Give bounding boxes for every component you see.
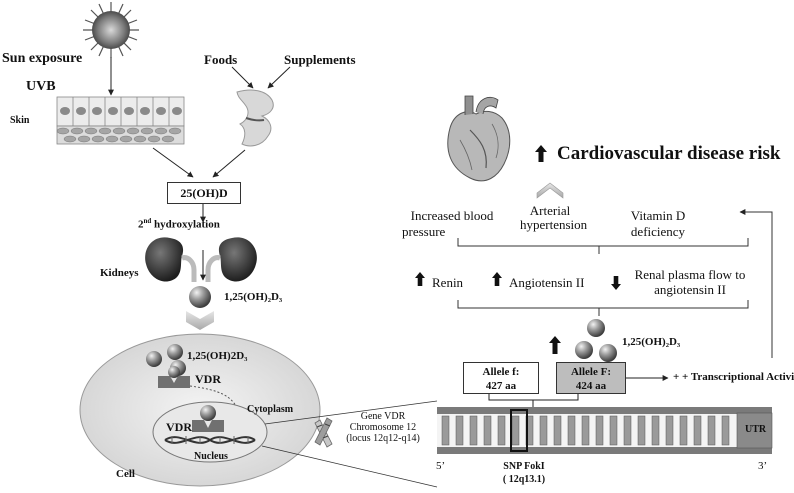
- utr-label: UTR: [745, 424, 767, 435]
- dna-strand: [437, 407, 773, 454]
- dna-base-pair: [441, 415, 450, 446]
- zoom-line: [264, 400, 438, 425]
- heart-icon: [447, 95, 511, 182]
- dna-base-pair: [497, 415, 506, 446]
- arrow-up-icon: [535, 145, 547, 162]
- mouth-icon: [236, 89, 274, 147]
- dna-base-pair: [567, 415, 576, 446]
- kidney-icon: [145, 237, 197, 282]
- dna-base-pair: [679, 415, 688, 446]
- dna-base-pair: [637, 415, 646, 446]
- dna-base-pair: [483, 415, 492, 446]
- cytoplasm-label: Cytoplasm: [247, 404, 294, 415]
- allele-f-box: Allele f:427 aa: [463, 362, 539, 394]
- utr-region: [736, 412, 773, 449]
- dna-base-pair: [707, 415, 716, 446]
- kidney-icon: [205, 237, 257, 282]
- snp-foki-label: SNP FokI( 12q13.1): [502, 461, 546, 485]
- dna-base-pair: [581, 415, 590, 446]
- vdr-nucleus-label: VDR: [166, 420, 192, 434]
- dna-base-pair: [553, 415, 562, 446]
- uvb-label: UVB: [26, 79, 56, 94]
- vitamin-d-molecule-icon: [575, 341, 593, 359]
- vitamin-d-molecule-icon: [587, 319, 605, 337]
- angiotensin-label: Angiotensin II: [509, 275, 585, 290]
- skin-layer-icon: [56, 96, 185, 145]
- right-active-form-label: 1,25(OH)₂D₃: [622, 336, 681, 348]
- dna-base-pair: [469, 415, 478, 446]
- arrow-up-icon: [549, 336, 561, 354]
- active-form-label: 1,25(OH)₂D₃: [224, 291, 283, 303]
- gene-vdr-label: Gene VDR Chromosome 12 (locus 12q12-q14): [346, 411, 420, 444]
- dna-base-pair: [595, 415, 604, 446]
- arrow-up-icon: [492, 272, 502, 286]
- dna-base-pair: [665, 415, 674, 446]
- vdr-cytoplasm-label: VDR: [195, 372, 221, 386]
- dna-base-pair: [539, 415, 548, 446]
- dna-base-pair: [455, 415, 464, 446]
- cell-active-form-label: 1,25(OH)2D₃: [187, 350, 248, 362]
- vitamin-d-molecule-icon: [189, 286, 211, 308]
- vitamin-d-molecule-icon: [167, 344, 183, 360]
- brace-middle: [457, 300, 749, 309]
- hydroxylation-label: 2nd hydroxylation: [138, 217, 220, 231]
- vdr-receptor-icon: [192, 420, 224, 432]
- sun-exposure-label: Sun exposure: [2, 51, 83, 66]
- vitamin-d-molecule-icon: [146, 351, 162, 367]
- chromosome-icon: [314, 417, 333, 448]
- dna-base-pair: [721, 415, 730, 446]
- brace-top: [457, 238, 749, 247]
- renin-label: Renin: [432, 275, 464, 290]
- arrow-down-icon: [611, 276, 621, 290]
- kidneys-label: Kidneys: [100, 267, 139, 279]
- metabolite-25ohd-box: 25(OH)D: [167, 182, 241, 204]
- snp-highlight: [510, 409, 528, 452]
- transcriptional-activity-label: + + Transcriptional Activity: [673, 371, 794, 383]
- five-prime-label: 5’: [436, 460, 446, 472]
- dna-base-pair: [693, 415, 702, 446]
- dna-base-pair: [511, 415, 520, 446]
- dna-helix-icon: [164, 436, 256, 444]
- foods-label: Foods: [204, 52, 238, 67]
- cell-label: Cell: [116, 468, 135, 480]
- skin-label: Skin: [10, 115, 30, 126]
- dna-base-pair: [609, 415, 618, 446]
- feedback-arrow: [739, 209, 773, 358]
- cvd-risk-label: Cardiovascular disease risk: [557, 143, 781, 164]
- nucleus-label: Nucleus: [194, 451, 228, 462]
- chevron-down-icon: [186, 311, 214, 330]
- zoom-line: [261, 445, 438, 488]
- vitamin-d-molecule-icon: [200, 405, 216, 421]
- dna-base-pair: [651, 415, 660, 446]
- arrow-up-icon: [415, 272, 425, 286]
- vdr-receptor-icon: [158, 366, 190, 388]
- three-prime-label: 3’: [758, 460, 768, 472]
- sun-icon: [83, 2, 139, 58]
- allele-F-box: Allele F:424 aa: [556, 362, 626, 394]
- vitamin-d-molecule-icon: [599, 344, 617, 362]
- supplements-label: Supplements: [284, 52, 356, 67]
- dna-base-pair: [623, 415, 632, 446]
- chevron-up-icon: [536, 182, 564, 199]
